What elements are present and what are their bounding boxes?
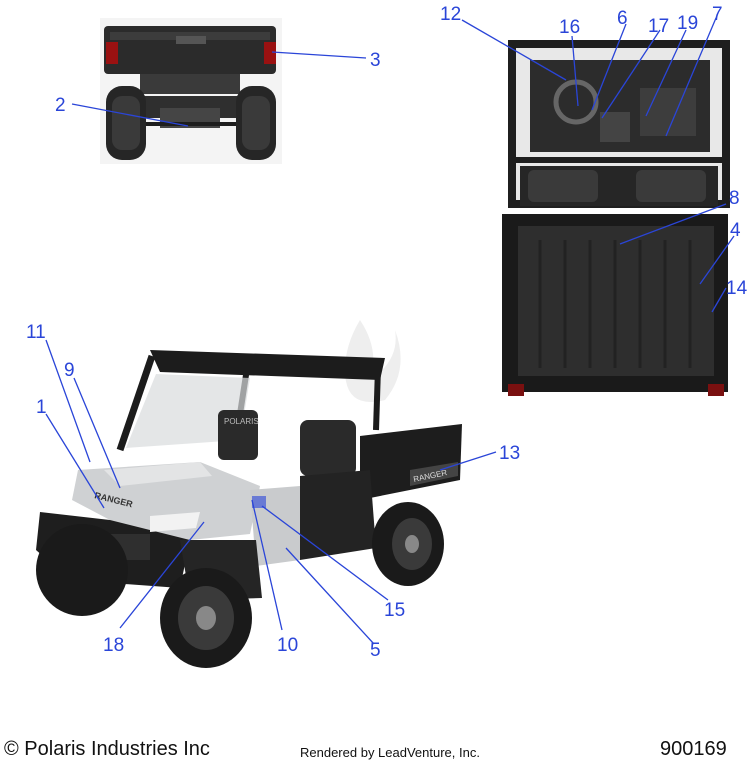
- callout-6: 6: [617, 8, 628, 29]
- dash-brand-text: POLARIS: [224, 417, 259, 426]
- leader-lines: [45, 17, 735, 645]
- callout-7: 7: [712, 4, 723, 25]
- rendered-by-text: Rendered by LeadVenture, Inc.: [300, 745, 480, 760]
- callout-5: 5: [370, 640, 381, 661]
- callout-9: 9: [64, 360, 75, 381]
- callout-labels: 2 3 12 16 6 17 19 7 8 4 14 11 9 1 13 18 …: [26, 4, 748, 661]
- main-vehicle-illustration: RANGER POLARIS RANGER: [36, 320, 462, 668]
- callout-18: 18: [103, 635, 124, 656]
- callout-2: 2: [55, 95, 66, 116]
- callout-19: 19: [677, 13, 698, 34]
- callout-17: 17: [648, 16, 669, 37]
- callout-8: 8: [729, 188, 740, 209]
- callout-10: 10: [277, 635, 298, 656]
- top-view-illustration: [502, 40, 730, 396]
- callout-15: 15: [384, 600, 405, 621]
- callout-13: 13: [499, 443, 520, 464]
- copyright-text: © Polaris Industries Inc: [4, 738, 210, 760]
- callout-1: 1: [36, 397, 47, 418]
- callout-16: 16: [559, 17, 580, 38]
- callout-14: 14: [726, 278, 748, 299]
- diagram-id: 900169: [660, 738, 727, 760]
- callout-12: 12: [440, 4, 461, 25]
- callout-3: 3: [370, 50, 381, 71]
- callout-11: 11: [26, 322, 46, 343]
- rear-view-illustration: [100, 18, 282, 164]
- callout-4: 4: [730, 220, 741, 241]
